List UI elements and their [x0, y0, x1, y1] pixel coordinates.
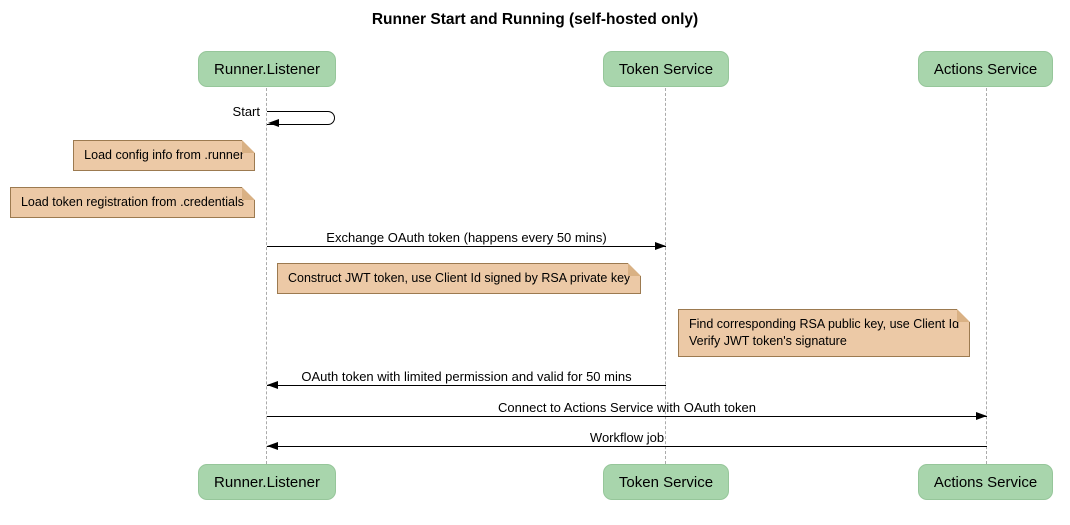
message-label-oauth-return: OAuth token with limited permission and …	[301, 369, 632, 384]
participant-token-service-bottom: Token Service	[603, 464, 729, 500]
arrowhead-left-icon	[268, 119, 279, 127]
participant-runner-listener-top: Runner.Listener	[198, 51, 336, 87]
lifeline-token-service	[665, 88, 666, 464]
message-line	[267, 416, 987, 417]
participant-actions-service-bottom: Actions Service	[918, 464, 1053, 500]
message-line	[267, 446, 987, 447]
note-text-line1: Find corresponding RSA public key, use C…	[689, 317, 960, 331]
participant-label: Actions Service	[933, 60, 1038, 78]
message-line	[267, 246, 666, 247]
participant-label: Token Service	[618, 473, 714, 491]
participant-token-service-top: Token Service	[603, 51, 729, 87]
message-line	[267, 385, 666, 386]
note-verify-jwt: Find corresponding RSA public key, use C…	[678, 309, 971, 357]
note-load-token-registration: Load token registration from .credential…	[9, 187, 256, 218]
self-message-loop	[267, 111, 335, 125]
participant-label: Runner.Listener	[214, 473, 320, 491]
note-text: Construct JWT token, use Client Id signe…	[288, 271, 631, 285]
arrowhead-right-icon	[976, 412, 987, 420]
note-construct-jwt: Construct JWT token, use Client Id signe…	[277, 263, 642, 294]
note-text: Load token registration from .credential…	[20, 195, 244, 209]
message-label-exchange-oauth: Exchange OAuth token (happens every 50 m…	[326, 230, 607, 245]
arrowhead-right-icon	[655, 242, 666, 250]
message-label-workflow-job: Workflow job	[589, 430, 665, 445]
note-text-line2: Verify JWT token's signature	[689, 333, 847, 348]
message-label-start: Start	[232, 104, 260, 119]
arrowhead-left-icon	[267, 381, 278, 389]
lifeline-actions-service	[986, 88, 987, 464]
participant-actions-service-top: Actions Service	[918, 51, 1053, 87]
participant-label: Actions Service	[933, 473, 1038, 491]
arrowhead-left-icon	[267, 442, 278, 450]
participant-runner-listener-bottom: Runner.Listener	[198, 464, 336, 500]
lifeline-runner-listener	[266, 88, 267, 464]
note-text: Load config info from .runner	[84, 148, 244, 162]
note-load-config: Load config info from .runner	[73, 140, 255, 171]
message-label-connect-actions: Connect to Actions Service with OAuth to…	[498, 400, 756, 415]
diagram-title: Runner Start and Running (self-hosted on…	[371, 11, 699, 28]
participant-label: Runner.Listener	[214, 60, 320, 78]
participant-label: Token Service	[618, 60, 714, 78]
